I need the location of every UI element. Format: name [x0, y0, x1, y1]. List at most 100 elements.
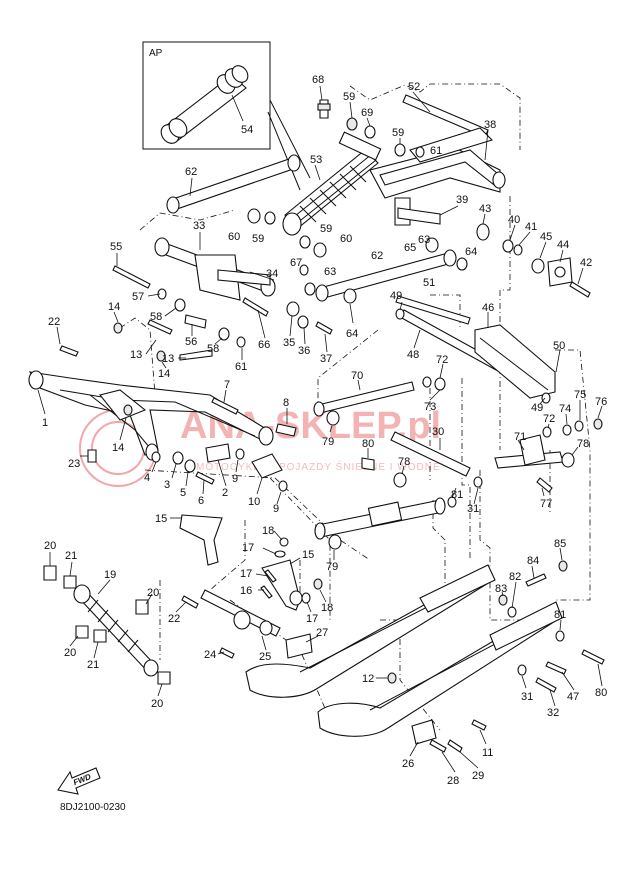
- washer-61a: [415, 146, 425, 158]
- callout-15: 15: [155, 513, 167, 525]
- washer-9b: [278, 480, 288, 492]
- slide-rail-right: [245, 564, 496, 698]
- callout-1: 1: [42, 417, 48, 429]
- shaft-51: [395, 295, 471, 325]
- callout-58: 58: [150, 311, 162, 323]
- callout-17: 17: [240, 568, 252, 580]
- nut-14b: [156, 350, 166, 362]
- callout-70: 70: [351, 370, 363, 382]
- callout-62: 62: [185, 166, 197, 178]
- callout-75: 75: [574, 389, 586, 401]
- callout-51: 51: [423, 277, 435, 289]
- callout-9: 9: [232, 473, 238, 485]
- callout-81: 81: [451, 489, 463, 501]
- callout-66: 66: [258, 339, 270, 351]
- bracket-46: [474, 324, 556, 399]
- callout-32: 32: [547, 707, 559, 719]
- leader-lines: [37, 85, 603, 773]
- callout-60: 60: [340, 233, 352, 245]
- callout-41: 41: [525, 221, 537, 233]
- bolt-17b: [264, 569, 277, 583]
- callout-24: 24: [204, 649, 216, 661]
- bushing-20a: [43, 565, 57, 581]
- pivot-25: [200, 589, 281, 637]
- boot-bellows: [160, 65, 249, 144]
- upper-assembly: [154, 94, 573, 540]
- callout-61: 61: [235, 361, 247, 373]
- bolt-84: [525, 573, 547, 587]
- bolt-6: [195, 471, 215, 485]
- bushing-8: [275, 423, 297, 437]
- callout-35: 35: [283, 337, 295, 349]
- callout-22: 22: [168, 613, 180, 625]
- bushing-64: [343, 288, 357, 304]
- inset-ap: AP: [142, 41, 311, 191]
- callout-17: 17: [306, 613, 318, 625]
- bolt-11: [471, 719, 487, 731]
- callout-21: 21: [65, 550, 77, 562]
- damper-lower: [314, 497, 446, 540]
- washer-18b: [313, 578, 323, 590]
- hanger-15: [261, 559, 303, 611]
- callout-84: 84: [527, 555, 539, 567]
- bushing-78a: [393, 472, 407, 488]
- callout-34: 34: [266, 268, 278, 280]
- callout-57: 57: [132, 291, 144, 303]
- bolt-80a: [361, 457, 375, 471]
- callout-72: 72: [543, 413, 555, 425]
- callout-78: 78: [577, 438, 589, 450]
- callout-20: 20: [64, 647, 76, 659]
- washer-67: [299, 264, 309, 276]
- bolt-7: [211, 397, 239, 415]
- washer-69: [364, 125, 376, 139]
- callout-48: 48: [407, 349, 419, 361]
- callout-67: 67: [290, 257, 302, 269]
- callout-40: 40: [508, 214, 520, 226]
- callout-29: 29: [472, 770, 484, 782]
- callout-14: 14: [108, 301, 120, 313]
- nut-76: [593, 418, 603, 430]
- bushing-63b: [425, 237, 439, 253]
- bushing-73: [434, 377, 446, 391]
- callout-4: 4: [144, 472, 150, 484]
- nut-85: [558, 560, 568, 572]
- callout-85: 85: [554, 538, 566, 550]
- bushing-20d: [157, 671, 171, 685]
- callout-53: 53: [310, 154, 322, 166]
- bolt-13a: [147, 319, 173, 335]
- shock-absorber-53: [282, 131, 382, 236]
- washer-4: [151, 451, 161, 463]
- shock-absorber-19: [73, 584, 159, 677]
- bushing-21b: [93, 629, 107, 643]
- bolt-23: [87, 449, 97, 463]
- bushing-60a: [247, 208, 261, 224]
- callout-56: 56: [185, 336, 197, 348]
- washer-72b: [542, 426, 552, 438]
- washer-12: [387, 672, 397, 684]
- callout-7: 7: [224, 379, 230, 391]
- washer-40: [502, 239, 514, 253]
- callout-69: 69: [361, 107, 373, 119]
- bolt-80b: [581, 649, 605, 665]
- callout-28: 28: [447, 775, 459, 787]
- callout-62: 62: [371, 250, 383, 262]
- bushing-20c: [75, 625, 89, 639]
- callout-64: 64: [346, 328, 358, 340]
- callout-79: 79: [322, 436, 334, 448]
- callout-2: 2: [222, 487, 228, 499]
- bracket-2: [205, 443, 231, 463]
- callout-20: 20: [147, 587, 159, 599]
- callout-59: 59: [392, 127, 404, 139]
- callout-68: 68: [312, 74, 324, 86]
- bushing-20b: [135, 599, 149, 615]
- bracket-10: [251, 453, 283, 479]
- bushing-79a: [326, 410, 340, 426]
- callout-14: 14: [112, 442, 124, 454]
- callout-27: 27: [316, 627, 328, 639]
- callout-19: 19: [104, 569, 116, 581]
- washer-9a: [235, 448, 245, 460]
- callout-77: 77: [540, 498, 552, 510]
- callout-59: 59: [343, 91, 355, 103]
- bushing-43: [476, 223, 490, 241]
- callout-47: 47: [567, 691, 579, 703]
